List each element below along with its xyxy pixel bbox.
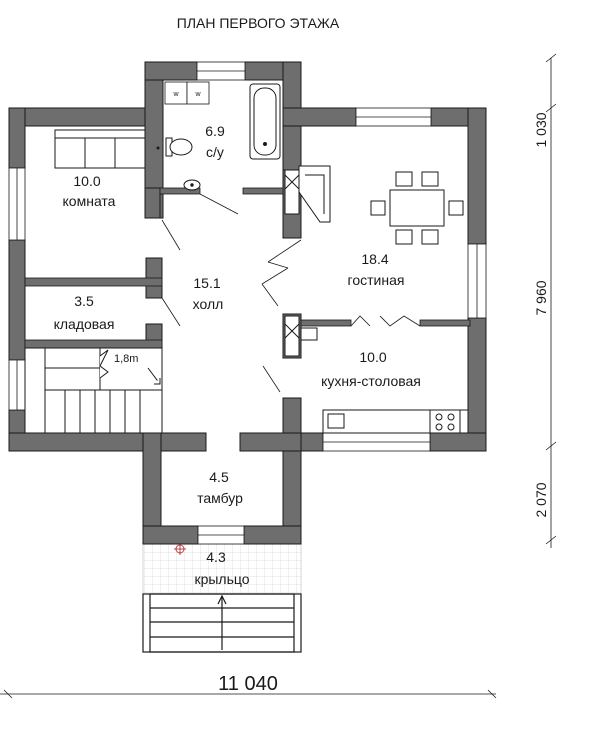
stair-height-note: 1,8m <box>114 353 138 365</box>
room-area: 6.9 <box>205 123 225 139</box>
door-swings <box>161 193 421 393</box>
room-area: 18.4 <box>361 251 388 267</box>
dim-height-total: 7 960 <box>533 280 549 315</box>
plan-title: ПЛАН ПЕРВОГО ЭТАЖА <box>177 15 340 31</box>
staircase-icon <box>24 347 163 434</box>
dim-width: 11 040 <box>218 673 278 695</box>
room-name: кладовая <box>54 316 115 332</box>
dim-height-top: 1 030 <box>533 112 549 147</box>
room-area: 10.0 <box>73 173 100 189</box>
room-name: с/у <box>206 144 224 160</box>
room-area: 4.5 <box>209 469 229 485</box>
room-labels: 10.0 комната 6.9 с/у 18.4 гостиная 15.1 … <box>54 123 421 587</box>
room-name: гостиная <box>348 272 405 288</box>
room-name: холл <box>193 296 224 312</box>
room-area: 10.0 <box>359 349 386 365</box>
lamp-icon <box>174 543 186 555</box>
fireplace-icon <box>284 165 331 223</box>
washer-label: w <box>172 91 179 98</box>
dimension-lines <box>0 53 557 699</box>
room-name: комната <box>63 193 116 209</box>
porch-area <box>142 543 302 595</box>
room-name: тамбур <box>197 490 243 506</box>
dining-table-icon <box>370 171 464 245</box>
washing-machines-icon <box>164 81 210 105</box>
room-area: 15.1 <box>193 275 220 291</box>
room-name: кухня-столовая <box>321 373 421 389</box>
porch-steps <box>142 593 302 653</box>
windows <box>8 61 487 545</box>
room-area: 3.5 <box>74 293 94 309</box>
sink-icon <box>183 179 201 191</box>
washer-label-2: w <box>194 91 201 98</box>
toilet-icon <box>156 137 193 157</box>
room-name: крыльцо <box>194 571 249 587</box>
bathtub-icon <box>249 83 281 160</box>
sofa-icon <box>54 129 146 169</box>
room-area: 4.3 <box>206 549 226 565</box>
chimney-icon <box>284 315 318 357</box>
dim-height-bottom: 2 070 <box>533 482 549 517</box>
kitchen-counter-icon <box>322 409 469 434</box>
